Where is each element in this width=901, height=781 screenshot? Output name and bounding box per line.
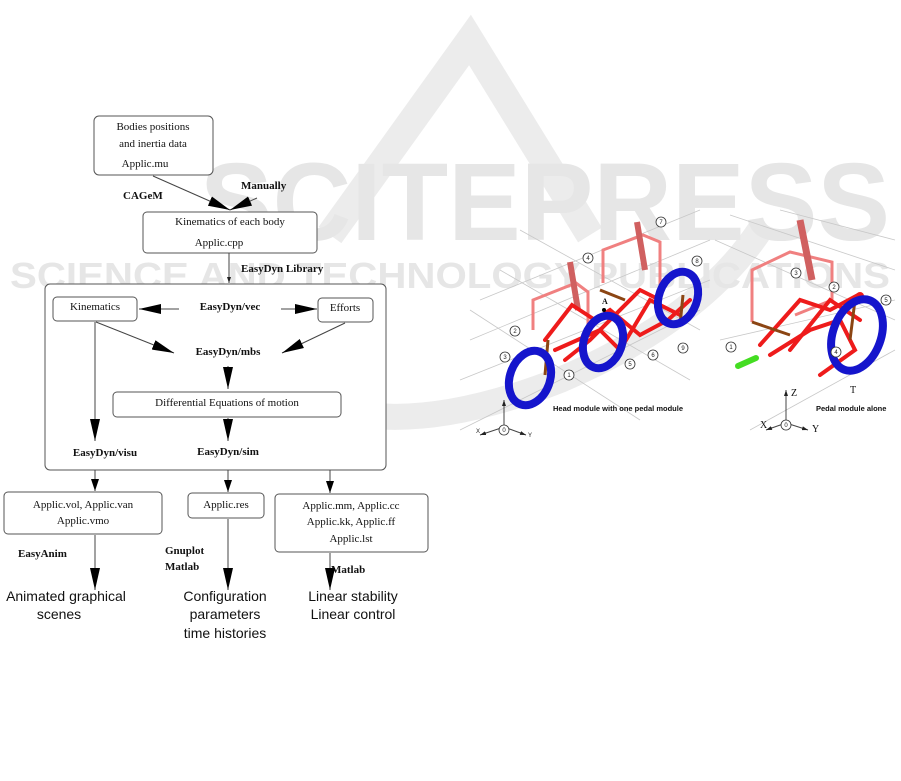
cagem-label: CAGeM	[123, 190, 163, 202]
right-axes: 0 X Y Z	[760, 388, 819, 435]
origin-label-right: 0	[784, 423, 788, 429]
input-line-3: Applic.mu	[122, 158, 169, 170]
kinematics-line-2: Applic.cpp	[195, 237, 244, 249]
callout-r3: 3	[794, 271, 798, 277]
x-axis-label: X	[476, 429, 480, 435]
pedal-wheel	[827, 295, 887, 375]
point-t: T	[850, 385, 856, 396]
gnuplot-label: Gnuplot	[165, 545, 204, 557]
left-callouts: 1 2 3 4 5 6 7 8 9	[499, 216, 703, 381]
kinematics-each-body-box	[142, 211, 318, 254]
result-2-line-2: parameters	[190, 606, 261, 622]
callout-1: 1	[567, 373, 571, 379]
arrow-cagem	[152, 175, 231, 211]
kinematics-line-1: Kinematics of each body	[175, 216, 285, 228]
library-box	[44, 283, 387, 471]
callout-3: 3	[503, 355, 507, 361]
arrow-eff-mbs	[281, 322, 346, 354]
arrow-manually	[229, 196, 258, 211]
front-wheel	[504, 346, 556, 410]
y-axis-label: Y	[528, 433, 532, 439]
matlab-label-1: Matlab	[165, 561, 199, 573]
result-3-line-1: Linear stability	[308, 588, 398, 604]
callout-9: 9	[681, 346, 685, 352]
flowchart: Bodies positions and inertia data Applic…	[3, 115, 429, 641]
input-line-1: Bodies positions	[116, 121, 189, 133]
middle-wheel	[578, 311, 628, 373]
callout-6: 6	[651, 353, 655, 359]
matlab-label-2: Matlab	[331, 564, 365, 576]
seat-post-right	[796, 219, 816, 281]
point-a: A	[602, 297, 608, 306]
callout-r5: 5	[884, 298, 888, 304]
input-box	[93, 115, 214, 176]
sim-label: EasyDyn/sim	[197, 446, 259, 458]
output-1-line-2: Applic.vmo	[57, 515, 110, 527]
callout-4: 4	[586, 256, 590, 262]
origin-label: 0	[502, 428, 506, 434]
output-3-line-2: Applic.kk, Applic.ff	[307, 516, 396, 528]
callout-r1: 1	[729, 345, 733, 351]
z-axis-label-right: Z	[791, 388, 797, 399]
input-line-2: and inertia data	[119, 138, 187, 150]
output-box-3	[274, 493, 429, 553]
head-module-figure: A 1 2 3 4 5 6 7 8 9 Head module with one…	[459, 209, 711, 439]
diff-eq-box	[112, 391, 342, 418]
library-label: EasyDyn Library	[241, 263, 324, 275]
efforts-label: Efforts	[330, 302, 360, 314]
kinematics-box	[52, 296, 138, 322]
right-caption: Pedal module alone	[816, 404, 886, 413]
pedal-connector	[735, 355, 759, 369]
visu-label: EasyDyn/visu	[73, 447, 137, 459]
y-axis-label-right: Y	[812, 424, 819, 435]
manually-label: Manually	[241, 180, 287, 192]
seat-post	[567, 261, 581, 311]
mbs-label: EasyDyn/mbs	[196, 346, 262, 358]
output-box-1	[3, 491, 163, 535]
kinematics-label: Kinematics	[70, 301, 120, 313]
arrow-kin-mbs	[95, 321, 175, 354]
result-2-line-1: Configuration	[183, 588, 266, 604]
rear-wheel	[653, 267, 703, 329]
result-3-line-2: Linear control	[311, 606, 396, 622]
diff-eq-label: Differential Equations of motion	[155, 397, 299, 409]
result-1-line-2: scenes	[37, 606, 81, 622]
result-2-line-3: time histories	[184, 625, 266, 641]
right-callouts: 1 2 3 4 5	[725, 267, 892, 358]
callout-5: 5	[628, 362, 632, 368]
left-caption: Head module with one pedal module	[553, 404, 683, 413]
pedal-module-figure: T 1 2 3 4 5 Pedal module alone 0 X Y Z	[714, 209, 896, 435]
callout-8: 8	[695, 259, 699, 265]
callout-7: 7	[659, 220, 663, 226]
efforts-box	[317, 297, 374, 323]
output-3-line-1: Applic.mm, Applic.cc	[302, 500, 399, 512]
output-2-line-1: Applic.res	[203, 499, 249, 511]
output-3-line-3: Applic.lst	[329, 533, 372, 545]
easyanim-label: EasyAnim	[18, 548, 67, 560]
x-axis-label-right: X	[760, 420, 768, 431]
callout-2: 2	[513, 329, 517, 335]
output-1-line-1: Applic.vol, Applic.van	[33, 499, 134, 511]
output-box-2	[187, 492, 265, 519]
callout-r4: 4	[834, 350, 838, 356]
callout-r2: 2	[832, 285, 836, 291]
left-axes: 0 X Y	[476, 400, 532, 439]
result-1-line-1: Animated graphical	[6, 588, 126, 604]
vec-label: EasyDyn/vec	[200, 301, 261, 313]
